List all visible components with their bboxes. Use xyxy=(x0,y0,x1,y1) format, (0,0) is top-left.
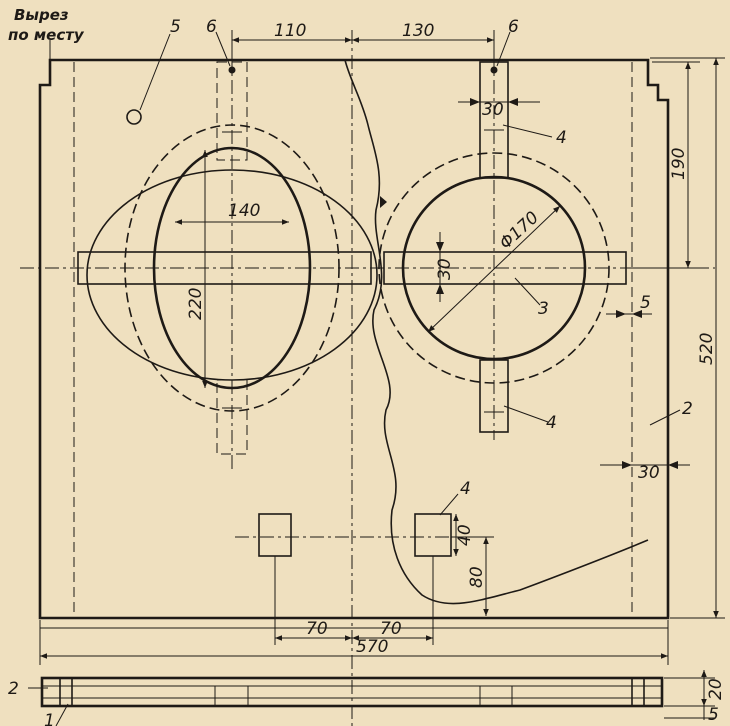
square-right xyxy=(414,513,452,557)
callout-5: 5 xyxy=(170,17,181,37)
callout-6-right: 6 xyxy=(508,17,519,37)
callout-6-left: 6 xyxy=(206,17,217,37)
dim-220: 220 xyxy=(186,288,206,320)
break-tick xyxy=(380,196,387,208)
leader-4-low xyxy=(439,493,459,516)
left-oval-opening xyxy=(152,146,312,390)
leader-4-mid xyxy=(503,405,549,423)
dim-line-diameter xyxy=(427,205,561,333)
callout-4-low: 4 xyxy=(460,479,471,499)
note-line1: Вырез xyxy=(14,6,69,24)
dim-20: 20 xyxy=(706,678,726,700)
leader-3 xyxy=(514,277,541,306)
callout-4-mid: 4 xyxy=(546,413,557,433)
dim-190: 190 xyxy=(669,148,689,180)
right-bar-bottom xyxy=(479,359,509,433)
dim-30-bar: 30 xyxy=(435,258,455,280)
small-hole xyxy=(126,109,142,125)
callout-3: 3 xyxy=(538,299,549,319)
leader-5 xyxy=(139,33,171,111)
dim-5-side: 5 xyxy=(640,293,651,313)
leader-1 xyxy=(55,703,69,726)
break-line xyxy=(344,59,649,605)
fixing-point-left xyxy=(228,66,236,74)
dim-30-top: 30 xyxy=(482,100,504,120)
right-circle-opening xyxy=(401,175,587,361)
dim-140: 140 xyxy=(228,201,260,221)
note-line2: по месту xyxy=(8,26,85,44)
dim-5-bottom: 5 xyxy=(708,705,719,725)
side-view xyxy=(40,676,664,708)
callout-2-left: 2 xyxy=(8,679,19,699)
dim-110: 110 xyxy=(274,21,306,41)
plate-outline xyxy=(38,58,670,620)
callout-4-top: 4 xyxy=(556,128,567,148)
callout-1: 1 xyxy=(44,711,55,726)
dim-520: 520 xyxy=(697,333,717,365)
leader-4-top xyxy=(502,124,553,138)
dim-70-right: 70 xyxy=(380,619,402,639)
callout-2-right: 2 xyxy=(682,399,693,419)
leader-2-right xyxy=(649,409,681,426)
dim-30-side: 30 xyxy=(638,463,660,483)
leader-6-right xyxy=(496,31,511,67)
dim-130: 130 xyxy=(402,21,434,41)
left-bar-bottom xyxy=(216,379,248,455)
dim-40: 40 xyxy=(455,524,475,546)
horizontal-bar-left xyxy=(77,251,372,285)
right-circle-dashed xyxy=(378,152,610,384)
leader-6-left xyxy=(215,31,231,67)
left-oval-dashed xyxy=(124,124,340,412)
dim-diameter: Φ170 xyxy=(496,208,543,254)
square-left xyxy=(258,513,292,557)
dim-70-left: 70 xyxy=(306,619,328,639)
fixing-point-right xyxy=(490,66,498,74)
dim-80: 80 xyxy=(467,566,487,588)
dim-570: 570 xyxy=(356,637,388,657)
